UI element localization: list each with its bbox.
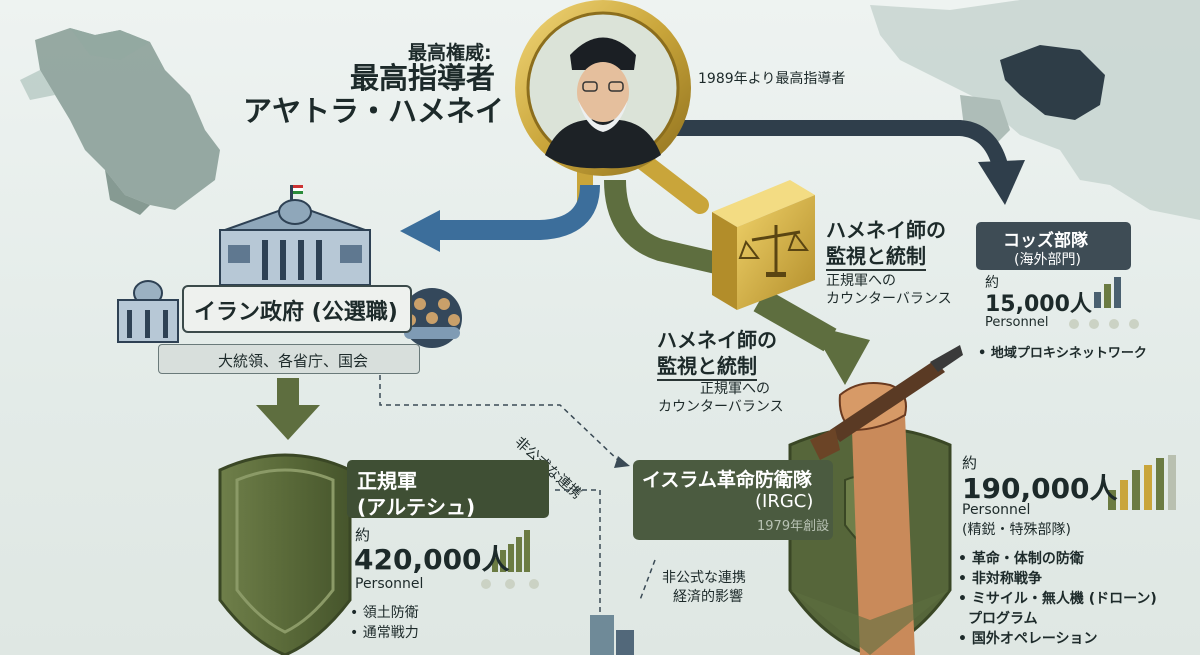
army-name-sub: (アルテシュ) <box>357 495 476 519</box>
oversight-title: 監視と統制 <box>657 350 757 381</box>
authority-label: 最高権威: <box>408 42 492 64</box>
army-role: • 領土防衛 <box>350 605 419 621</box>
quds-personnel-label: Personnel <box>985 315 1049 330</box>
army-approx: 約 <box>355 526 371 544</box>
oversight-title: 監視と統制 <box>826 240 926 271</box>
page-title-name: アヤトラ・ハメネイ <box>243 94 505 128</box>
quds-box <box>976 222 1131 270</box>
informal-link-label: 非公式な連携 <box>662 570 746 586</box>
irgc-role-cont: プログラム <box>968 611 1038 627</box>
oversight-sub: カウンターバランス <box>658 399 784 415</box>
irgc-personnel-label: Personnel <box>962 502 1031 518</box>
irgc-box <box>633 460 833 540</box>
oversight-title: ハメネイ師の <box>657 328 777 352</box>
arrow-to-quds <box>640 120 1025 205</box>
world-map-icon <box>870 0 1200 220</box>
iran-map-icon <box>20 28 220 215</box>
quds-personnel: 15,000人 <box>985 292 1092 317</box>
army-box <box>347 460 549 518</box>
army-personnel: 420,000人 <box>354 543 510 576</box>
army-personnel-label: Personnel <box>355 576 424 592</box>
bar-chart-icon <box>1069 277 1139 329</box>
economic-influence-label: 経済的影響 <box>673 589 743 605</box>
quds-subtitle: (海外部門) <box>1014 252 1081 268</box>
government-subtitle: 大統領、各省庁、国会 <box>218 352 369 370</box>
quds-name: コッズ部隊 <box>1003 231 1088 251</box>
leader-since: 1989年より最高指導者 <box>698 71 846 87</box>
government-title: イラン政府 (公選職) <box>194 300 398 325</box>
government-building-icon <box>117 280 179 343</box>
quds-approx: 約 <box>985 275 999 291</box>
irgc-founded: 1979年創設 <box>757 519 830 534</box>
irgc-personnel-note: (精鋭・特殊部隊) <box>962 522 1071 538</box>
rifle-fist-icon <box>810 345 963 655</box>
scales-icon <box>712 180 815 310</box>
arrow-to-army <box>256 378 320 440</box>
irgc-personnel: 190,000人 <box>962 472 1118 505</box>
irgc-role: • 革命・体制の防衛 <box>958 551 1084 567</box>
quds-role: • 地域プロキシネットワーク <box>978 346 1147 361</box>
informal-link-line <box>379 375 621 463</box>
irgc-name: イスラム革命防衛隊 <box>642 469 812 491</box>
oversight-sub: カウンターバランス <box>826 291 952 307</box>
army-role: • 通常戦力 <box>350 625 419 641</box>
arrow-to-irgc <box>753 288 870 385</box>
army-name: 正規軍 <box>357 469 417 493</box>
oversight-sub: 正規軍への <box>826 273 896 289</box>
irgc-role: • 非対称戦争 <box>958 571 1042 587</box>
bar-chart-icon <box>481 530 539 589</box>
government-box <box>182 285 412 333</box>
informal-link-line <box>555 489 601 620</box>
government-subtitle-box <box>158 344 420 374</box>
government-building-icon <box>219 185 371 286</box>
oversight-sub: 正規軍への <box>700 381 770 397</box>
irgc-role: • ミサイル・無人機 (ドローン) <box>958 591 1157 607</box>
page-title: 最高指導者 <box>350 61 496 95</box>
oversight-title: ハメネイ師の <box>826 218 946 242</box>
bar-chart-icon <box>1108 455 1176 510</box>
irgc-role: • 国外オペレーション <box>958 631 1098 647</box>
irgc-abbrev: (IRGC) <box>755 491 814 512</box>
arrow-to-government <box>400 184 600 252</box>
shield-icon <box>218 453 352 655</box>
irgc-approx: 約 <box>962 454 978 472</box>
supreme-leader-portrait-icon <box>515 0 691 176</box>
